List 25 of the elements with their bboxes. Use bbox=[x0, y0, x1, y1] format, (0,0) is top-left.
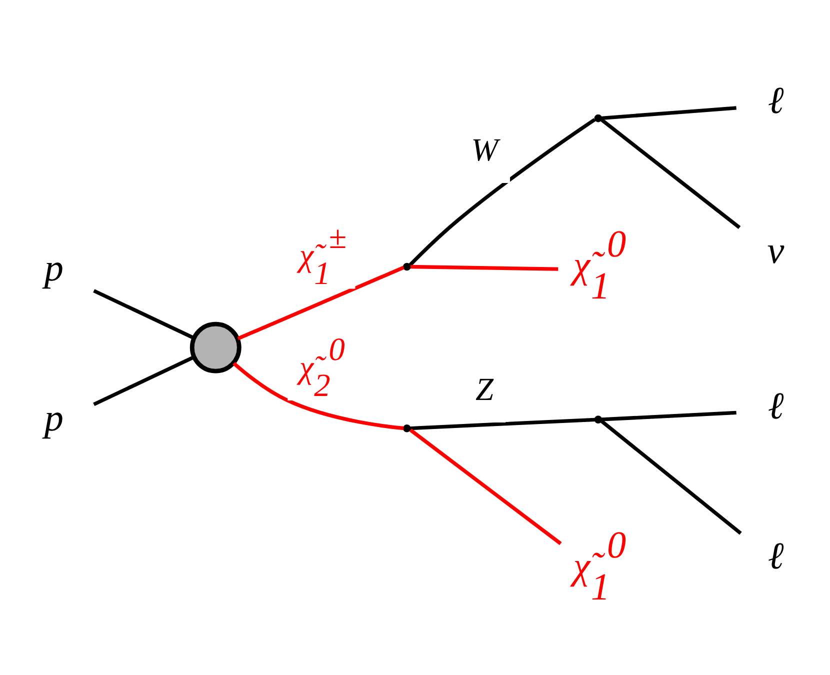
node-point bbox=[594, 415, 602, 423]
node-text: ℓ bbox=[768, 534, 784, 577]
connector bbox=[232, 361, 404, 430]
node-point bbox=[403, 424, 411, 432]
node-text: ℓ bbox=[768, 385, 784, 428]
connector bbox=[602, 410, 736, 421]
node-point bbox=[403, 262, 411, 270]
connector bbox=[602, 106, 736, 120]
connector bbox=[237, 265, 404, 340]
connector bbox=[600, 419, 742, 534]
edge-label: W bbox=[471, 130, 498, 167]
connector bbox=[409, 428, 562, 545]
node-point bbox=[594, 114, 602, 122]
node-text: ℓ bbox=[768, 79, 784, 122]
node-circle bbox=[190, 321, 242, 373]
connector bbox=[410, 417, 595, 430]
connector bbox=[93, 288, 195, 340]
connector bbox=[410, 264, 558, 270]
connector bbox=[93, 354, 195, 406]
edge-label: Z bbox=[475, 370, 494, 406]
node-text: p bbox=[44, 246, 64, 289]
connector bbox=[600, 118, 741, 229]
connector bbox=[408, 118, 596, 266]
node-text: p bbox=[44, 396, 64, 439]
node-text: ν bbox=[767, 229, 784, 272]
